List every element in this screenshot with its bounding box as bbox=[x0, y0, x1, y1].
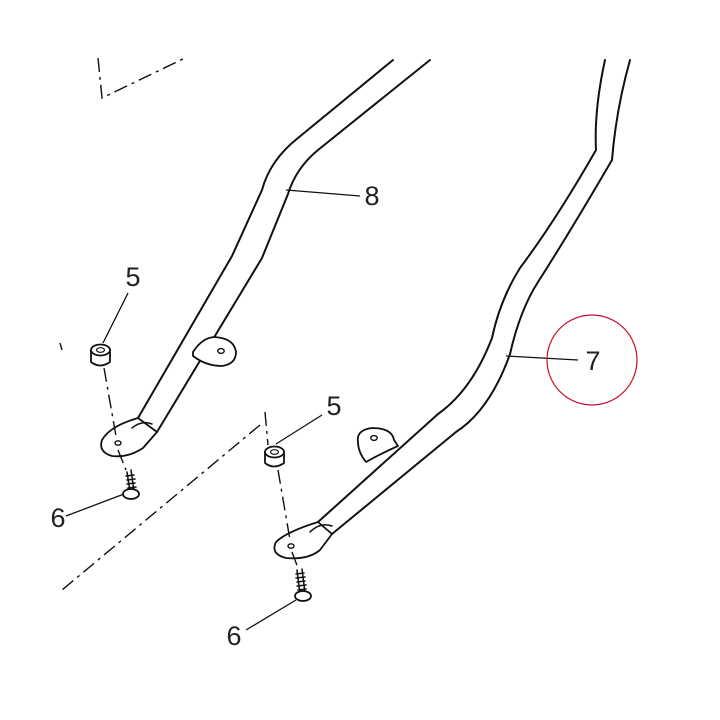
spacer-bushing-left bbox=[90, 343, 111, 367]
callout-5-left: 5 bbox=[125, 262, 140, 292]
reference-line-left-edge bbox=[59, 342, 63, 351]
right-bolt-axis bbox=[291, 551, 299, 569]
left-bolt-axis bbox=[117, 449, 127, 471]
bolt-left bbox=[122, 469, 140, 500]
left-rail-bracket bbox=[192, 336, 237, 367]
leader-8 bbox=[285, 189, 361, 197]
callout-6-right: 6 bbox=[226, 621, 241, 651]
reference-line-tick bbox=[264, 411, 269, 446]
left-bushing-axis bbox=[103, 367, 117, 437]
right-foot-bolt-hole bbox=[287, 543, 295, 549]
leader-7 bbox=[505, 355, 579, 361]
callout-7: 7 bbox=[585, 346, 600, 376]
right-bracket-hole bbox=[370, 434, 378, 442]
right-rail-foot bbox=[273, 521, 333, 560]
callout-7-highlight-circle bbox=[546, 314, 638, 406]
left-rail-tube bbox=[100, 59, 431, 458]
spacer-bushing-right bbox=[264, 445, 285, 468]
left-foot-bolt-hole bbox=[114, 440, 122, 446]
right-rail-tube bbox=[273, 59, 631, 560]
reference-lines bbox=[59, 57, 269, 591]
callout-6-left: 6 bbox=[50, 503, 65, 533]
reference-line-diagonal bbox=[61, 424, 261, 591]
leader-lines bbox=[65, 189, 579, 631]
right-bushing-axis bbox=[277, 469, 291, 541]
callout-8: 8 bbox=[364, 181, 379, 211]
leader-5-right bbox=[275, 414, 323, 445]
leader-6-right bbox=[245, 599, 297, 631]
right-rail-bracket bbox=[356, 427, 399, 463]
left-bracket-hole bbox=[217, 347, 225, 355]
left-rail-foot-crease bbox=[131, 421, 153, 429]
reference-line-top bbox=[97, 57, 186, 100]
right-rail-foot-crease bbox=[309, 524, 333, 533]
bolt-right bbox=[294, 568, 312, 602]
callout-5-right: 5 bbox=[326, 391, 341, 421]
leader-5-left bbox=[102, 292, 129, 344]
leader-6-left bbox=[65, 493, 125, 517]
